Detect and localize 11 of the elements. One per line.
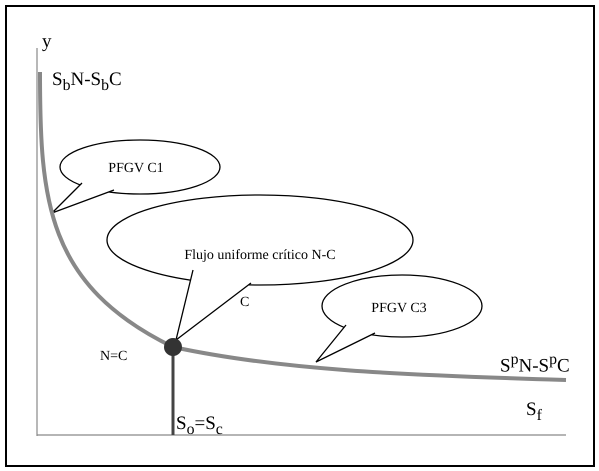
axis-label: y	[42, 32, 52, 51]
point-marker	[164, 338, 182, 356]
line-label: S$_{o}$=S$_{c}$	[176, 414, 223, 438]
axis-label: S$_{f}$	[526, 400, 542, 424]
bubble-text: PFGV C1	[107, 160, 165, 178]
curve-label: S$^{p}$N-S$^{p}$C	[500, 352, 570, 376]
bubble-text: PFGV C3	[370, 300, 428, 318]
point-label: N=C	[100, 350, 128, 364]
curve-label: S$_{b}$N-S$_{b}$C	[52, 70, 122, 94]
point-label: C	[240, 296, 250, 310]
bubble-text: Flujo uniforme crítico N-C	[183, 246, 337, 264]
